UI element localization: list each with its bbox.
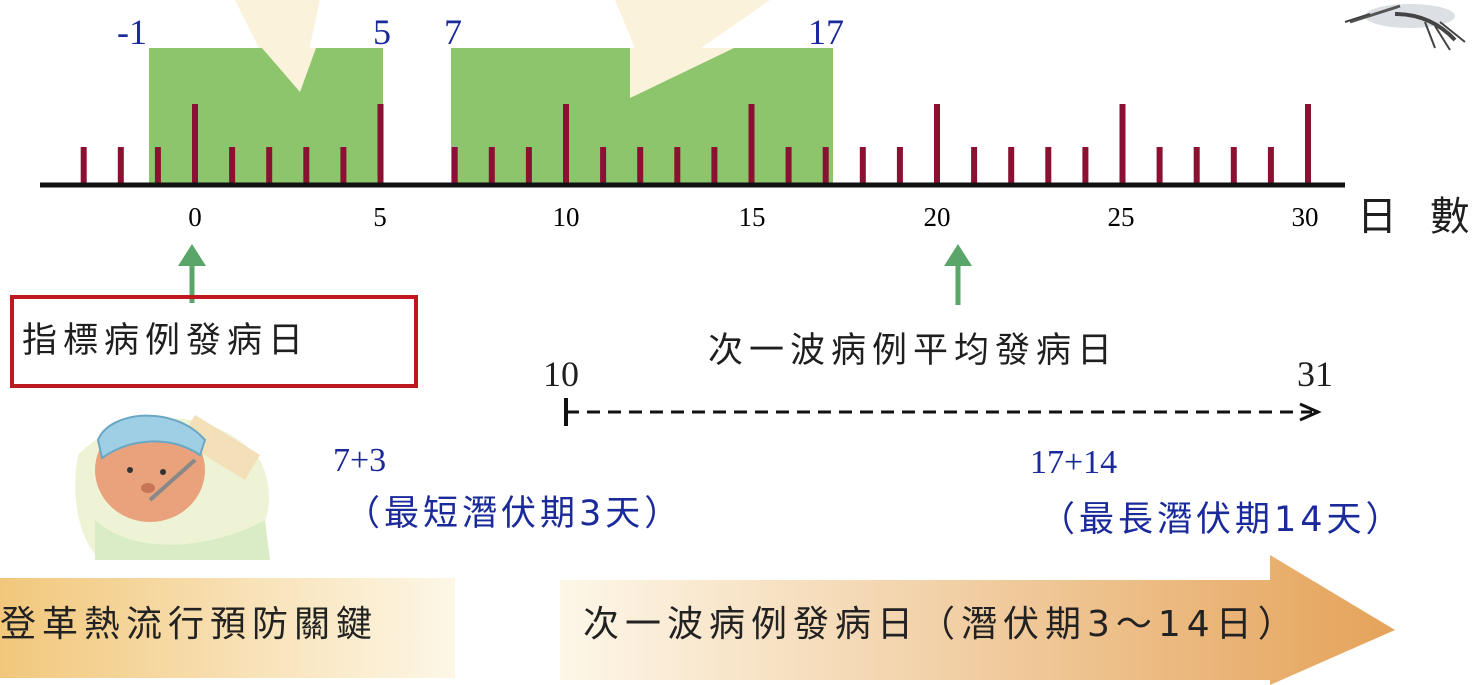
tick-day-10 — [563, 104, 569, 184]
callout-tail-right-overlap — [630, 48, 734, 98]
tick-day-15 — [748, 104, 755, 184]
tick-day-24 — [1082, 147, 1089, 184]
banner-right-text: 次一波病例發病日（潛伏期3～14日） — [583, 604, 1300, 645]
next-wave-mean-label: 次一波病例平均發病日 — [708, 331, 1119, 371]
tick-day-21 — [971, 147, 978, 184]
tick-label-10: 10 — [552, 202, 580, 232]
tick-day-4 — [340, 147, 347, 184]
tick-day-28 — [1230, 147, 1237, 184]
tick-day-30 — [1305, 104, 1311, 184]
window-first-end-label: 5 — [373, 12, 391, 52]
tick-day-23 — [1045, 147, 1052, 184]
tick-label-5: 5 — [373, 202, 387, 232]
tick-day-1 — [229, 147, 236, 184]
short-incubation-formula: 7+3 — [333, 442, 387, 479]
window-second-start-label: 7 — [444, 12, 462, 52]
tick-day-20 — [934, 104, 940, 184]
tick-label-0: 0 — [188, 202, 202, 232]
axis-unit-label: 日 數 — [1357, 194, 1475, 240]
range-start-label: 10 — [543, 354, 579, 394]
tick-day-14 — [711, 147, 718, 184]
day-tick-marks — [80, 104, 1311, 184]
banner-right-arrow — [560, 555, 1395, 685]
next-wave-range-arrow — [564, 398, 1322, 426]
window-first-rect — [149, 48, 383, 183]
tick-day-17 — [822, 147, 829, 184]
tick-day-11 — [600, 147, 607, 184]
banner-left-text: 登革熱流行預防關鍵 — [0, 605, 379, 645]
tick-day--2 — [117, 147, 124, 184]
tick-day-8 — [488, 147, 495, 184]
index-case-highlight-box — [10, 295, 418, 388]
tick-day-18 — [859, 147, 866, 184]
tick-day-19 — [896, 147, 903, 184]
tick-day-26 — [1156, 147, 1163, 184]
index-case-label: 指標病例發病日 — [22, 321, 310, 361]
tick-day-12 — [637, 147, 644, 184]
tick-day--1 — [154, 147, 161, 184]
mosquito-icon — [1344, 4, 1466, 51]
tick-day-22 — [1008, 147, 1015, 184]
tick-label-15: 15 — [738, 202, 766, 232]
tick-day-16 — [785, 147, 792, 184]
tick-day-9 — [525, 147, 532, 184]
tick-day-7 — [451, 147, 458, 184]
tick-day-29 — [1267, 147, 1274, 184]
tick-day-25 — [1119, 104, 1126, 184]
banner-left-bar — [0, 578, 455, 678]
tick-day-13 — [674, 147, 681, 184]
tick-day-27 — [1193, 147, 1200, 184]
sick-person-icon — [75, 414, 270, 560]
window-first-start-label: -1 — [117, 12, 147, 52]
callout-tail-left-overlap — [262, 48, 316, 92]
tick-day-3 — [303, 147, 310, 184]
long-incubation-formula: 17+14 — [1030, 444, 1118, 481]
next-wave-mean-arrow — [944, 244, 972, 305]
short-incubation-note: （最短潛伏期3天） — [345, 494, 684, 534]
tick-day-0 — [192, 104, 198, 184]
range-end-label: 31 — [1297, 354, 1333, 394]
tick-day-2 — [266, 147, 273, 184]
tick-label-30: 30 — [1291, 202, 1319, 232]
tick-day--3 — [80, 147, 87, 184]
tick-day-5 — [377, 104, 384, 184]
long-incubation-note: （最長潛伏期14天） — [1040, 500, 1405, 540]
tick-label-20: 20 — [923, 202, 951, 232]
tick-label-25: 25 — [1107, 202, 1135, 232]
window-second-end-label: 17 — [808, 12, 844, 52]
